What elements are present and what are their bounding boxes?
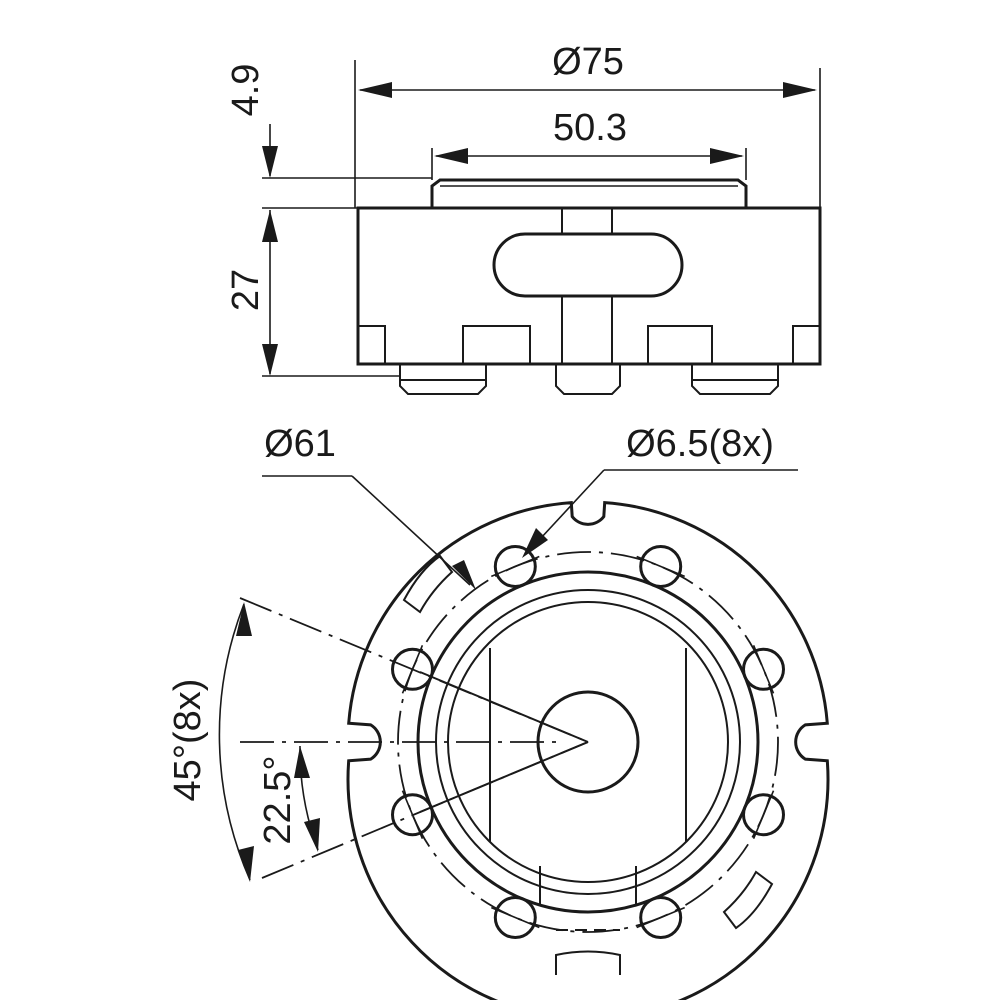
arrow-50-right [710,148,744,164]
bolt-holes [391,545,785,939]
bolt-hole [639,545,683,588]
arrow-45-bottom [238,846,254,882]
arrow-22-top [294,746,310,778]
bolt-hole-centerline [490,906,540,929]
arrow-27-bottom [262,344,278,376]
arrow-61 [452,560,476,590]
dim-label-holes: Ø6.5(8x) [626,423,774,465]
bolt-hole-centerline [490,555,540,578]
dim-label-pitch-circle: Ø61 [264,423,336,465]
dim-label-angle-spacing: 45°(8x) [167,679,209,802]
foot-left [399,364,487,395]
bolt-hole [493,545,537,588]
bolt-hole [391,647,434,691]
dim-label-top-diameter: 50.3 [553,107,627,149]
bolt-hole-centerline [752,644,775,694]
body-outline [356,206,822,366]
rim-cutout-lower-right [722,870,774,930]
bolt-hole-centerline [636,906,686,929]
bolt-hole [391,793,434,837]
arrow-45-top [236,602,252,636]
arrow-75-left [358,82,392,98]
dim-label-body-height: 27 [225,269,267,311]
rim-cutout-upper-left [402,554,454,614]
arrow-holes [522,528,548,558]
bolt-hole-centerline [752,790,775,840]
bolt-hole [493,896,537,939]
outer-rim [346,500,830,1000]
rim-cutout-bottom [555,950,621,975]
center-shaft [561,208,613,364]
top-plate-outline [430,178,748,208]
bolt-hole [742,793,785,837]
bolt-hole [639,896,683,939]
arrow-22-bottom [304,818,320,852]
arrow-27-top [262,210,278,242]
arrow-50-left [434,148,468,164]
side-slot [492,232,684,298]
bolt-hole [742,647,785,691]
bottom-slot-walls [539,866,637,906]
arrow-75-right [783,82,817,98]
foot-right [691,364,779,395]
dim-label-outer-diameter: Ø75 [552,41,624,83]
top-view: Ø61 Ø6.5(8x) 45°(8x) 22.5° [167,423,830,1000]
side-view: Ø75 50.3 4.9 27 [225,41,822,395]
leader-angle-upper [419,671,589,743]
leader-angle-lower [419,741,589,813]
foot-center [555,364,621,395]
pitch-circle [397,551,779,933]
arrow-4-9 [262,146,278,178]
dim-label-angle-offset: 22.5° [257,755,299,844]
leader-61 [351,475,471,586]
bolt-hole-centerline [636,555,686,578]
body-bottom-notches [358,325,820,364]
dim-label-top-height: 4.9 [225,64,267,117]
dim-arc-45 [218,603,251,881]
